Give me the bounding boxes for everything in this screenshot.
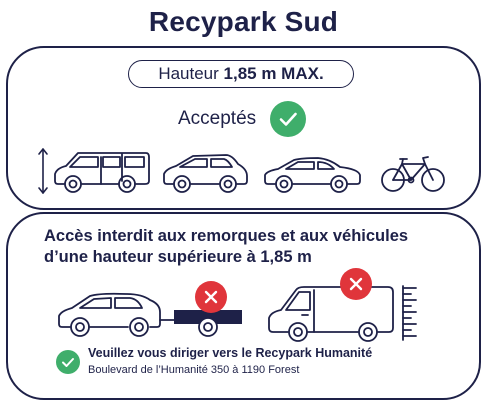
page-title: Recypark Sud bbox=[148, 6, 339, 37]
redirect-check-icon bbox=[56, 350, 80, 374]
warning-line-2: d’une hauteur supérieure à 1,85 m bbox=[44, 248, 312, 266]
redirect-address: Boulevard de l’Humanité 350 à 1190 Fores… bbox=[88, 364, 300, 376]
height-limit-value: 1,85 m MAX. bbox=[223, 64, 324, 83]
suv-with-trailer-icon bbox=[58, 292, 242, 337]
van-cross-icon bbox=[340, 268, 372, 300]
accepted-check-icon bbox=[270, 101, 306, 137]
redirect-title: Veuillez vous diriger vers le Recypark H… bbox=[88, 346, 373, 360]
high-van-icon bbox=[268, 286, 394, 342]
accepted-label: Acceptés bbox=[178, 108, 257, 129]
sedan-icon bbox=[264, 157, 361, 193]
height-ruler-icon bbox=[402, 285, 417, 341]
refused-panel bbox=[6, 212, 481, 400]
warning-line-1: Accès interdit aux remorques et aux véhi… bbox=[44, 227, 409, 245]
height-arrow-icon bbox=[38, 148, 48, 194]
van-icon bbox=[54, 152, 150, 193]
trailer-height-warning: Accès interdit aux remorques et aux véhi… bbox=[44, 226, 464, 268]
height-limit-badge: Hauteur 1,85 m MAX. bbox=[128, 60, 354, 88]
hatchback-icon bbox=[163, 154, 248, 193]
height-limit-prefix: Hauteur bbox=[158, 64, 224, 83]
bicycle-icon bbox=[381, 156, 445, 192]
accepted-panel bbox=[6, 46, 481, 210]
trailer-cross-icon bbox=[195, 281, 227, 313]
